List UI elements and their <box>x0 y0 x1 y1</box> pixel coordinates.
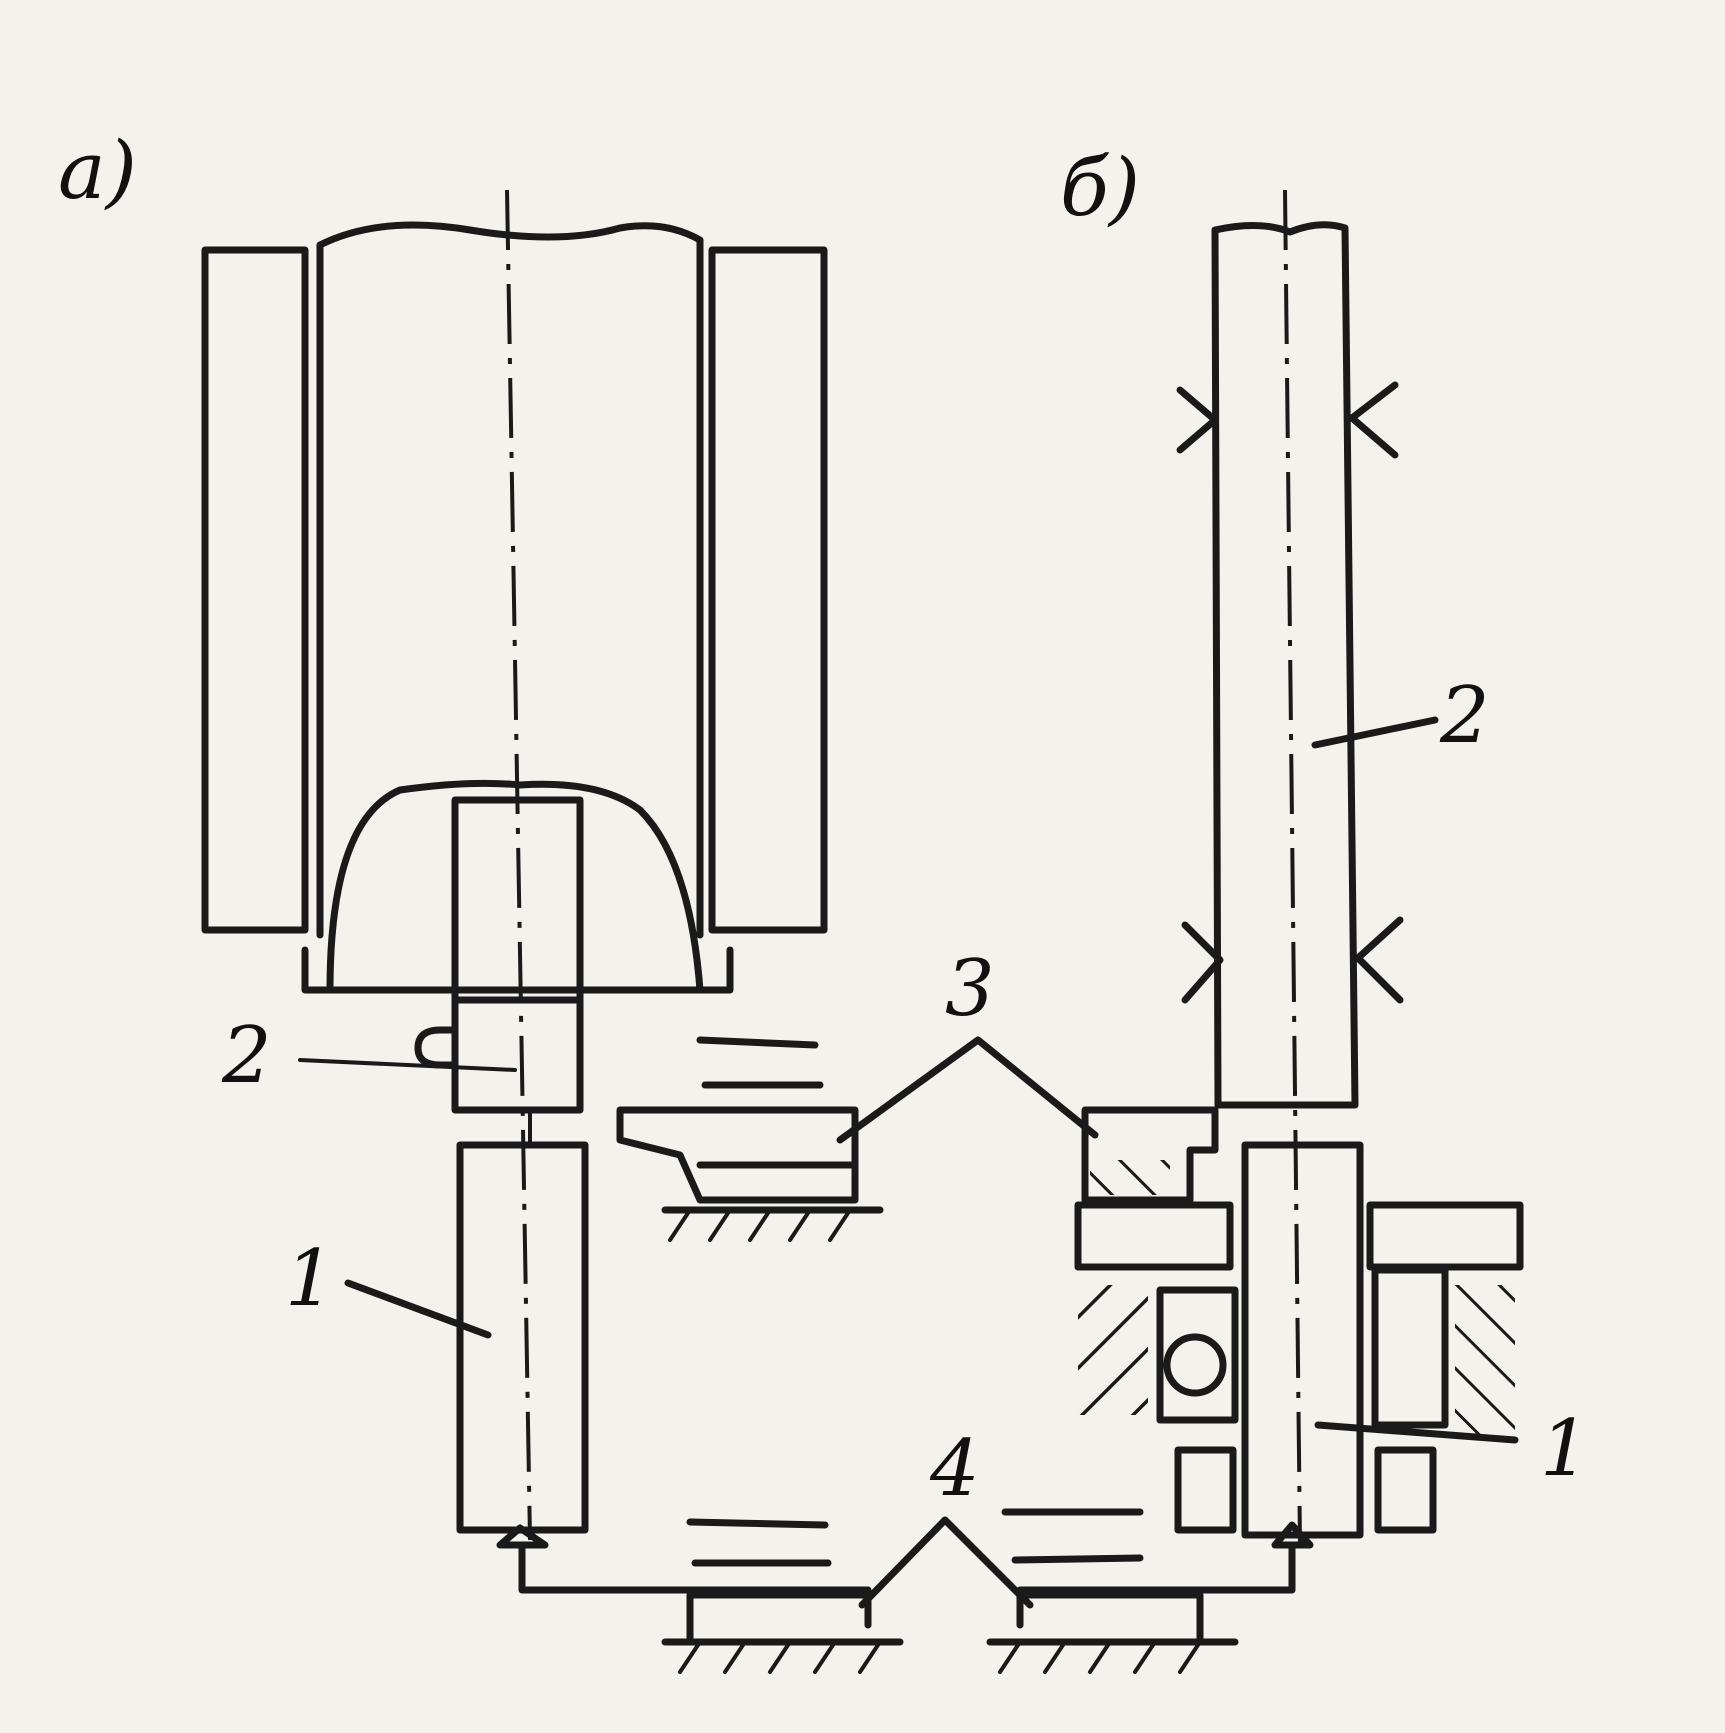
link-right <box>1016 1544 1296 1629</box>
label-2-a: 2 <box>221 1011 272 1101</box>
housing-wall-right <box>708 246 828 934</box>
ground-hatch-4 <box>678 1640 1202 1674</box>
label-1-a: 1 <box>285 1234 335 1324</box>
leader-2-b <box>1311 716 1439 749</box>
block-side-left <box>1078 1285 1148 1415</box>
barrel <box>316 221 704 939</box>
label-2-b: 2 <box>1439 671 1490 761</box>
slide-3-right <box>1081 1106 1219 1204</box>
panel-b: б) 2 1 <box>1060 141 1590 1549</box>
arrow-4-right-bottom <box>1011 1554 1144 1564</box>
housing-wall-left <box>201 246 309 934</box>
slide-3-left <box>616 1106 859 1204</box>
block-inner-left <box>1156 1286 1239 1424</box>
leader-1-b <box>1314 1421 1519 1444</box>
flange <box>301 946 734 994</box>
guide-marks <box>1176 381 1404 1004</box>
panel-a: а) 2 1 <box>58 124 828 1549</box>
slides-3: 3 <box>616 944 1219 1242</box>
base-4: 4 <box>518 1424 1296 1674</box>
panel-b-label: б) <box>1060 141 1140 234</box>
link-left <box>518 1544 872 1629</box>
block-inner-right <box>1371 1266 1449 1429</box>
part-1-b <box>1241 1141 1364 1539</box>
block-top-right <box>1366 1201 1524 1271</box>
panel-a-label: а) <box>58 124 137 217</box>
leader-1-a <box>344 1279 492 1339</box>
slide-3-right-fill <box>1090 1160 1170 1195</box>
arrow-4-left-top <box>686 1518 829 1529</box>
base-blocks <box>686 1591 1204 1644</box>
part-1-a <box>456 1141 589 1534</box>
block-bottom-left <box>1174 1446 1237 1534</box>
rod-2-b <box>1211 221 1359 1109</box>
block-side-right <box>1455 1285 1515 1435</box>
rod-2-a <box>451 996 584 1114</box>
leader-2-a <box>298 1058 517 1072</box>
axis-b <box>1283 189 1302 1546</box>
block-bottom-right <box>1374 1446 1437 1534</box>
leader-4 <box>858 1516 1034 1609</box>
block-top-left <box>1074 1201 1234 1271</box>
roller-ball <box>1163 1333 1227 1397</box>
ground-hatch-3-left <box>668 1208 852 1242</box>
label-1-b: 1 <box>1540 1404 1590 1494</box>
rod-2-hook <box>414 1026 459 1069</box>
label-3: 3 <box>945 944 995 1034</box>
insert-dome <box>326 779 704 994</box>
label-4: 4 <box>929 1424 980 1514</box>
axis-a <box>505 189 532 1541</box>
leader-3 <box>836 1036 1099 1144</box>
arrow-3-top <box>696 1036 819 1049</box>
